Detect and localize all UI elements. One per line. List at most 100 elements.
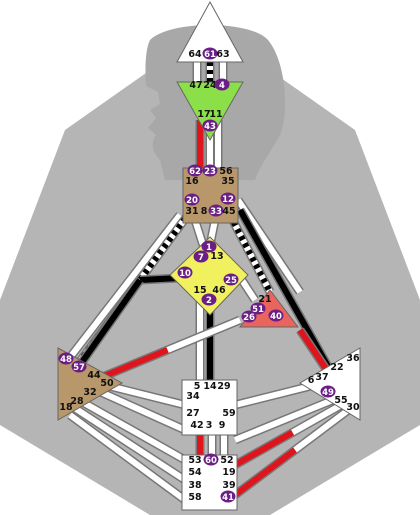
gate-61: 61 bbox=[202, 47, 218, 60]
gate-number: 44 bbox=[87, 370, 101, 381]
gate-30: 30 bbox=[346, 402, 360, 413]
gate-number: 35 bbox=[221, 176, 234, 187]
gate-12: 12 bbox=[220, 192, 236, 205]
channel bbox=[67, 401, 188, 484]
gate-number: 4 bbox=[219, 81, 225, 91]
gate-number: 63 bbox=[216, 49, 229, 60]
gate-47: 47 bbox=[189, 80, 202, 91]
gate-number: 28 bbox=[70, 396, 84, 407]
gate-43: 43 bbox=[202, 119, 218, 132]
gate-number: 24 bbox=[203, 80, 217, 91]
gate-number: 14 bbox=[203, 381, 217, 392]
gate-number: 56 bbox=[219, 166, 233, 177]
gate-activation-marker bbox=[203, 453, 219, 466]
gate-20: 20 bbox=[184, 193, 200, 206]
gate-activation-marker bbox=[214, 78, 230, 91]
gate-60: 60 bbox=[203, 453, 219, 466]
head-center bbox=[176, 0, 244, 63]
centers bbox=[57, 0, 361, 511]
gate-number: 20 bbox=[186, 196, 198, 206]
channel bbox=[233, 390, 347, 445]
gate-28: 28 bbox=[70, 396, 84, 407]
gate-number: 64 bbox=[188, 49, 202, 60]
gate-34: 34 bbox=[186, 391, 200, 402]
gate-15: 15 bbox=[193, 285, 206, 296]
gate-number: 10 bbox=[179, 269, 191, 279]
gate-number: 51 bbox=[252, 305, 264, 315]
gate-number: 45 bbox=[222, 206, 235, 217]
gate-56: 56 bbox=[219, 166, 233, 177]
gate-6: 6 bbox=[308, 375, 315, 386]
gate-number: 18 bbox=[59, 402, 73, 413]
channel bbox=[236, 207, 334, 373]
gate-number: 41 bbox=[222, 493, 234, 503]
gate-activation-marker bbox=[223, 273, 239, 286]
channel bbox=[232, 401, 358, 499]
gate-number: 3 bbox=[206, 420, 213, 431]
channel bbox=[296, 327, 334, 378]
gate-5: 5 bbox=[194, 381, 201, 392]
gate-19: 19 bbox=[222, 467, 235, 478]
gate-activation-marker bbox=[202, 164, 218, 177]
gate-48: 48 bbox=[58, 352, 74, 365]
gate-63: 63 bbox=[216, 49, 229, 60]
gate-activation-marker bbox=[220, 192, 236, 205]
gate-number: 40 bbox=[270, 312, 282, 322]
gate-activation-marker bbox=[71, 360, 87, 373]
gate-64: 64 bbox=[188, 49, 202, 60]
gate-number: 25 bbox=[225, 276, 237, 286]
gate-activation-marker bbox=[184, 193, 200, 206]
gate-number: 38 bbox=[188, 480, 202, 491]
gate-number: 2 bbox=[206, 296, 212, 306]
gate-activation-marker bbox=[201, 293, 217, 306]
gate-number: 49 bbox=[322, 388, 334, 398]
gate-number: 12 bbox=[222, 195, 234, 205]
gate-57: 57 bbox=[71, 360, 87, 373]
gate-13: 13 bbox=[210, 251, 223, 262]
gate-number: 58 bbox=[188, 492, 202, 503]
gate-59: 59 bbox=[222, 408, 235, 419]
gate-number: 27 bbox=[186, 408, 199, 419]
channel bbox=[190, 218, 208, 247]
gate-36: 36 bbox=[346, 353, 360, 364]
ajna-center bbox=[176, 81, 244, 142]
gate-27: 27 bbox=[186, 408, 199, 419]
gate-number: 8 bbox=[201, 206, 208, 217]
gate-26: 26 bbox=[241, 310, 257, 323]
gate-8: 8 bbox=[201, 206, 208, 217]
solar-plexus-center bbox=[299, 347, 361, 421]
gate-45: 45 bbox=[222, 206, 235, 217]
gate-18: 18 bbox=[59, 402, 73, 413]
gate-activation-marker bbox=[177, 266, 193, 279]
gate-1: 1 bbox=[201, 240, 217, 253]
gate-number: 36 bbox=[346, 353, 360, 364]
gate-number: 26 bbox=[243, 313, 255, 323]
gate-activation-marker bbox=[320, 385, 336, 398]
gate-24: 24 bbox=[203, 80, 217, 91]
gate-53: 53 bbox=[188, 455, 201, 466]
gate-37: 37 bbox=[315, 372, 328, 383]
gate-activation-marker bbox=[241, 310, 257, 323]
channel bbox=[67, 391, 188, 464]
gate-41: 41 bbox=[220, 490, 236, 503]
gate-62: 62 bbox=[187, 164, 203, 177]
gate-number: 48 bbox=[60, 355, 72, 365]
gate-activation-marker bbox=[58, 352, 74, 365]
gate-31: 31 bbox=[185, 206, 198, 217]
channel bbox=[226, 212, 274, 295]
gate-number: 32 bbox=[83, 387, 96, 398]
gate-17: 17 bbox=[197, 109, 210, 120]
gate-number: 54 bbox=[188, 467, 202, 478]
gate-number: 6 bbox=[308, 375, 315, 386]
gate-25: 25 bbox=[223, 273, 239, 286]
gate-40: 40 bbox=[268, 309, 284, 322]
gate-activation-marker bbox=[187, 164, 203, 177]
gate-number: 21 bbox=[258, 294, 271, 305]
gate-number: 7 bbox=[198, 253, 204, 263]
gate-number: 55 bbox=[334, 395, 347, 406]
gate-number: 30 bbox=[346, 402, 360, 413]
gate-number: 62 bbox=[189, 167, 201, 177]
gate-3: 3 bbox=[206, 420, 213, 431]
